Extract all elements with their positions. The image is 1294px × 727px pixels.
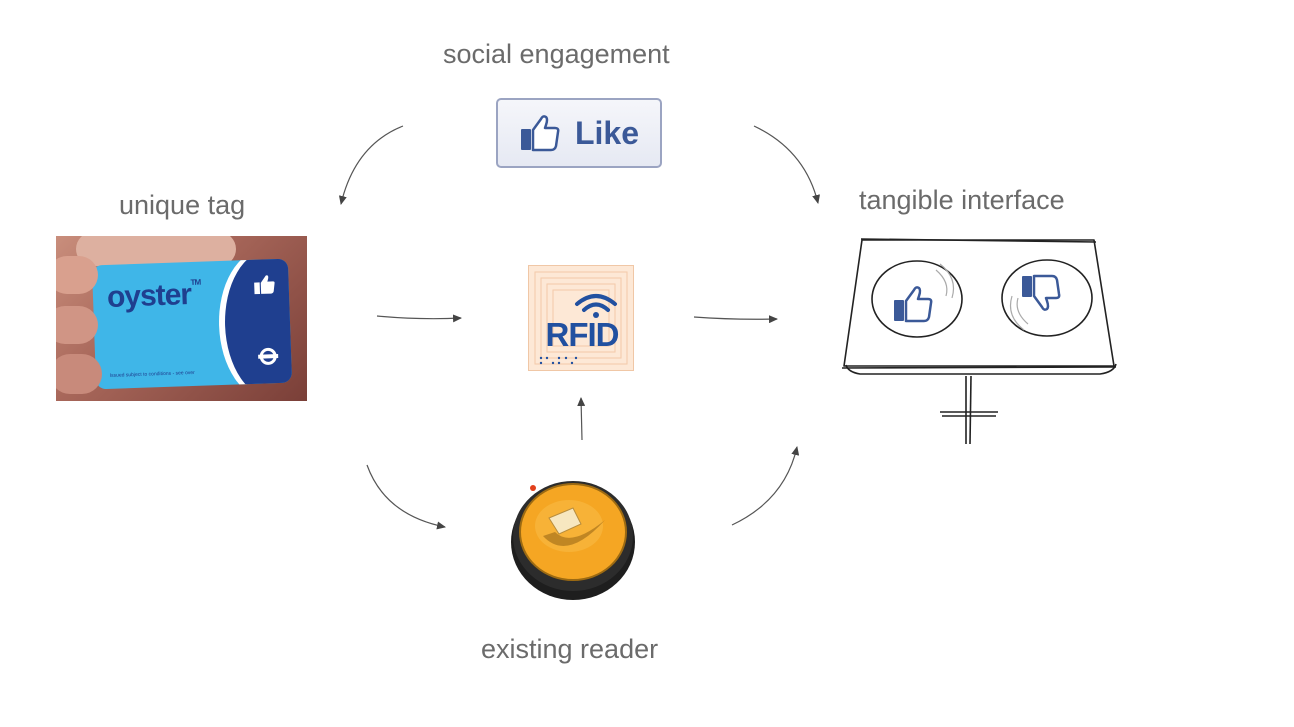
rfid-reader-device — [511, 481, 635, 600]
tangible-interface-label: tangible interface — [859, 185, 1065, 215]
arrow-like-to-tangible — [753, 125, 820, 204]
finger-shape — [56, 306, 98, 344]
thumbs-up-icon — [520, 115, 560, 152]
finger-shape — [56, 256, 98, 294]
rfid-chip: RFID — [528, 265, 634, 371]
reader-swoosh-logo — [543, 520, 605, 546]
oyster-card: oysterTM Issued subject to conditions - … — [91, 258, 293, 390]
like-button-label: Like — [574, 114, 640, 151]
braille-dots — [539, 356, 578, 365]
card-thumbs-up-icon — [254, 275, 275, 295]
oyster-brand-text: oyster — [106, 278, 192, 314]
arrow-rfid-to-tangible — [693, 315, 778, 324]
arrow-reader-to-rfid — [577, 397, 586, 441]
oyster-fine-print: Issued subject to conditions - see over — [109, 369, 195, 379]
arrow-reader-to-tangible — [731, 446, 800, 526]
sketch-thumbs-up-icon — [894, 286, 933, 323]
like-button[interactable]: Like — [496, 98, 662, 168]
unique-tag-label: unique tag — [119, 190, 246, 220]
arrow-like-to-tag — [338, 125, 404, 205]
arrow-tag-to-rfid — [376, 314, 462, 323]
finger-shape — [56, 354, 102, 394]
oyster-card-photo: oysterTM Issued subject to conditions - … — [56, 236, 307, 401]
rfid-antenna-pattern — [534, 271, 628, 365]
wifi-signal-icon — [575, 294, 617, 318]
oyster-brand: oysterTM — [106, 278, 201, 315]
tangible-interface-sketch — [841, 238, 1117, 445]
rfid-text: RFID — [545, 316, 620, 353]
sketch-thumbs-down-icon — [1022, 274, 1061, 311]
existing-reader-label: existing reader — [481, 634, 659, 664]
underground-roundel-icon — [258, 347, 279, 365]
oyster-trademark: TM — [190, 277, 201, 288]
social-engagement-label: social engagement — [443, 39, 670, 69]
reader-card-logo — [548, 507, 582, 535]
reader-status-led — [530, 485, 536, 491]
arrow-tag-to-reader — [366, 464, 446, 530]
